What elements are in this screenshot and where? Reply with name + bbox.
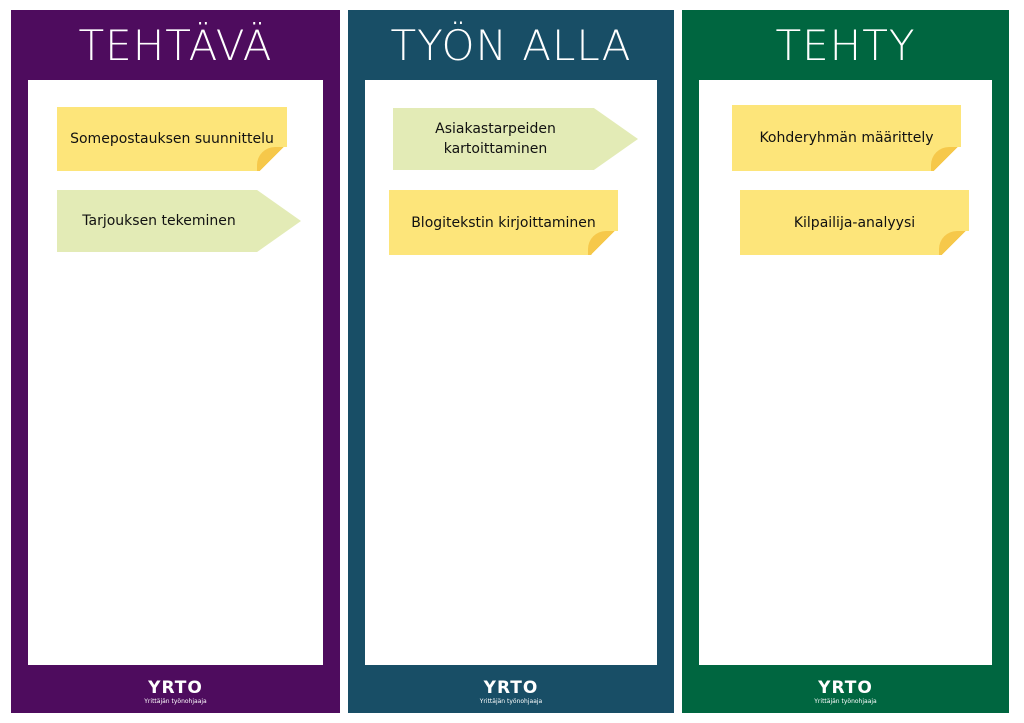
task-card[interactable]: Asiakastarpeiden kartoittaminen	[393, 108, 638, 170]
task-card[interactable]: Blogitekstin kirjoittaminen	[389, 190, 618, 255]
column-panel: Asiakastarpeiden kartoittaminen Blogitek…	[365, 80, 657, 665]
task-card[interactable]: Kilpailija-analyysi	[740, 190, 969, 255]
task-card[interactable]: Kohderyhmän määrittely	[732, 105, 961, 171]
column-panel: Kohderyhmän määrittely Kilpailija-analyy…	[699, 80, 992, 665]
column-todo: TEHTÄVÄ Somepostauksen suunnittelu Tarjo…	[11, 10, 340, 713]
column-done: TEHTY Kohderyhmän määrittely Kilpailija-…	[682, 10, 1009, 713]
column-title: TEHTY	[775, 21, 916, 70]
column-title: TYÖN ALLA	[390, 21, 632, 70]
column-in-progress: TYÖN ALLA Asiakastarpeiden kartoittamine…	[348, 10, 674, 713]
task-card[interactable]: Tarjouksen tekeminen	[57, 190, 301, 252]
task-card[interactable]: Somepostauksen suunnittelu	[57, 107, 287, 171]
column-panel: Somepostauksen suunnittelu Tarjouksen te…	[28, 80, 323, 665]
column-title: TEHTÄVÄ	[78, 21, 273, 70]
